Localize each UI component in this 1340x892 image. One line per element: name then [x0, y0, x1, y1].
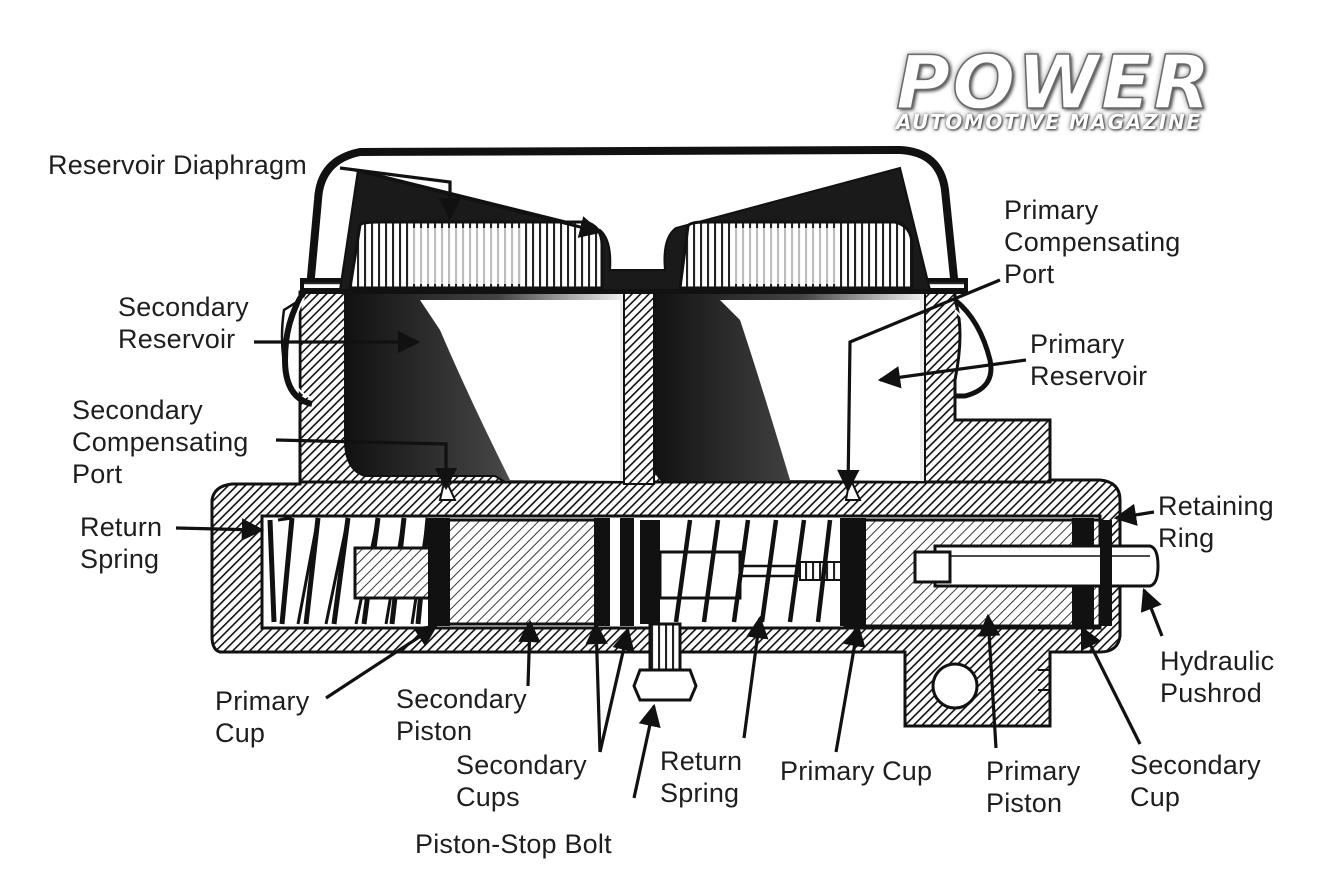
leader-secondary-piston — [518, 619, 541, 687]
leader-primary-reservoir — [877, 358, 1027, 389]
label-primary-comp-port-line3: Port — [1004, 259, 1055, 289]
leader-return-spring-mid — [742, 615, 769, 739]
leader-return-spring-left — [175, 518, 265, 541]
secondary-piston — [353, 518, 634, 626]
label-secondary-cups-line1: Secondary — [456, 750, 587, 780]
label-primary-piston-line1: Primary — [986, 756, 1081, 786]
leader-reservoir-diaphragm — [339, 166, 462, 221]
label-retaining-ring-line1: Retaining — [1158, 491, 1274, 521]
label-retaining-ring-line2: Ring — [1158, 523, 1215, 553]
leader-hydraulic-pushrod — [1140, 587, 1164, 637]
reservoir-diaphragm — [338, 166, 932, 291]
leader-primary-piston — [978, 613, 1001, 749]
label-primary-cup-left-line1: Primary — [215, 686, 310, 716]
label-return-spring-mid-line2: Spring — [660, 778, 740, 808]
label-piston-stop-bolt: Piston-Stop Bolt — [415, 829, 612, 859]
label-hydraulic-pushrod-line1: Hydraulic — [1160, 646, 1275, 676]
label-secondary-comp-port-line2: Compensating — [72, 427, 249, 457]
label-secondary-cups-line2: Cups — [456, 782, 520, 812]
leader-secondary-cup — [1080, 625, 1142, 745]
leader-piston-stop-bolt — [632, 703, 661, 799]
leader-secondary-cups-a — [585, 621, 608, 753]
reservoir-divider — [623, 291, 655, 485]
label-primary-comp-port-line2: Compensating — [1004, 227, 1181, 257]
label-primary-cup-left-line2: Cup — [215, 718, 266, 748]
leader-retaining-ring — [1113, 503, 1155, 526]
label-secondary-comp-port-line1: Secondary — [72, 395, 203, 425]
primary-reservoir-cavity — [651, 291, 926, 483]
label-primary-reservoir-line1: Primary — [1030, 329, 1125, 359]
leader-secondary-cups-b — [598, 627, 635, 753]
label-secondary-comp-port-line3: Port — [72, 459, 123, 489]
leader-primary-cup-right — [834, 623, 866, 753]
label-secondary-piston-line1: Secondary — [396, 684, 527, 714]
label-return-spring-left-line2: Spring — [80, 544, 160, 574]
leader-primary-comp-port — [837, 278, 1001, 493]
piston-stop-bolt — [632, 622, 698, 702]
label-secondary-cup-line1: Secondary — [1130, 750, 1261, 780]
label-reservoir-diaphragm: Reservoir Diaphragm — [48, 150, 307, 180]
label-primary-comp-port-line1: Primary — [1004, 195, 1099, 225]
secondary-reservoir-cavity — [344, 291, 626, 483]
leader-lines — [175, 166, 1164, 799]
label-primary-cup-right: Primary Cup — [780, 756, 933, 786]
leader-primary-cup-left — [325, 624, 438, 700]
logo-tagline: AUTOMOTIVE MAGAZINE — [896, 110, 1202, 134]
label-return-spring-mid-line1: Return — [660, 746, 743, 776]
label-secondary-cup-line2: Cup — [1130, 782, 1181, 812]
label-hydraulic-pushrod-line2: Pushrod — [1160, 678, 1262, 708]
label-secondary-piston-line2: Piston — [396, 716, 473, 746]
hydraulic-pushrod — [913, 520, 1160, 626]
label-secondary-reservoir-line1: Secondary — [118, 292, 249, 322]
power-logo: POWER AUTOMOTIVE MAGAZINE — [892, 40, 1292, 136]
label-primary-reservoir-line2: Reservoir — [1030, 361, 1148, 391]
logo-wordmark: POWER — [895, 40, 1213, 126]
label-primary-piston-line2: Piston — [986, 788, 1063, 818]
primary-return-spring — [673, 519, 833, 623]
label-return-spring-left-line1: Return — [80, 512, 163, 542]
leader-secondary-comp-port — [275, 438, 458, 491]
label-secondary-reservoir-line2: Reservoir — [118, 324, 236, 354]
